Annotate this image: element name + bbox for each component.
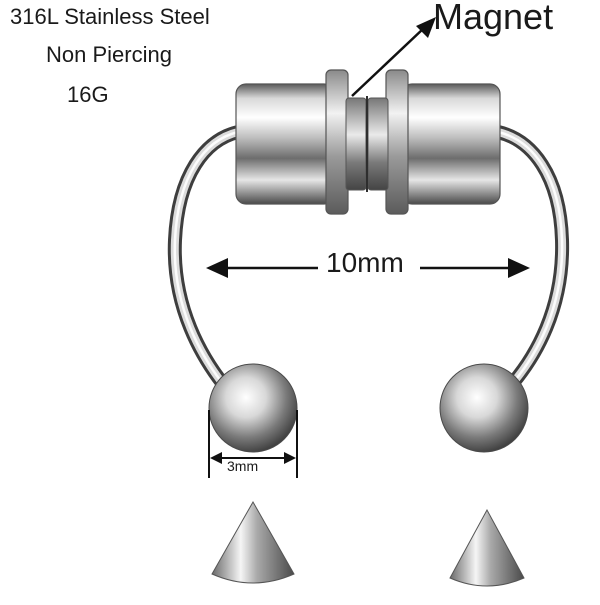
type-label: Non Piercing	[46, 42, 172, 67]
right-collar	[385, 69, 409, 215]
left-spike-end	[211, 500, 295, 584]
ball-size-callout: 3mm	[227, 458, 259, 474]
arrow-up-right-icon	[351, 17, 436, 97]
double-arrow-horizontal-icon	[206, 258, 530, 278]
magnet-core-right	[367, 97, 389, 191]
material-label: 316L Stainless Steel	[10, 4, 210, 29]
gauge-label: 16G	[67, 82, 109, 107]
ball-size-measure	[208, 410, 298, 478]
magnet-clasp	[235, 69, 501, 215]
right-cylinder	[401, 83, 501, 205]
magnet-callout: Magnet	[433, 0, 554, 37]
left-cylinder	[235, 83, 335, 205]
right-spike-end	[449, 508, 525, 587]
right-ball-end	[439, 363, 529, 453]
width-callout: 10mm	[326, 247, 404, 278]
magnet-core-left	[345, 97, 367, 191]
horseshoe-wire	[167, 125, 570, 402]
left-ball-end	[208, 363, 298, 453]
left-collar	[325, 69, 349, 215]
